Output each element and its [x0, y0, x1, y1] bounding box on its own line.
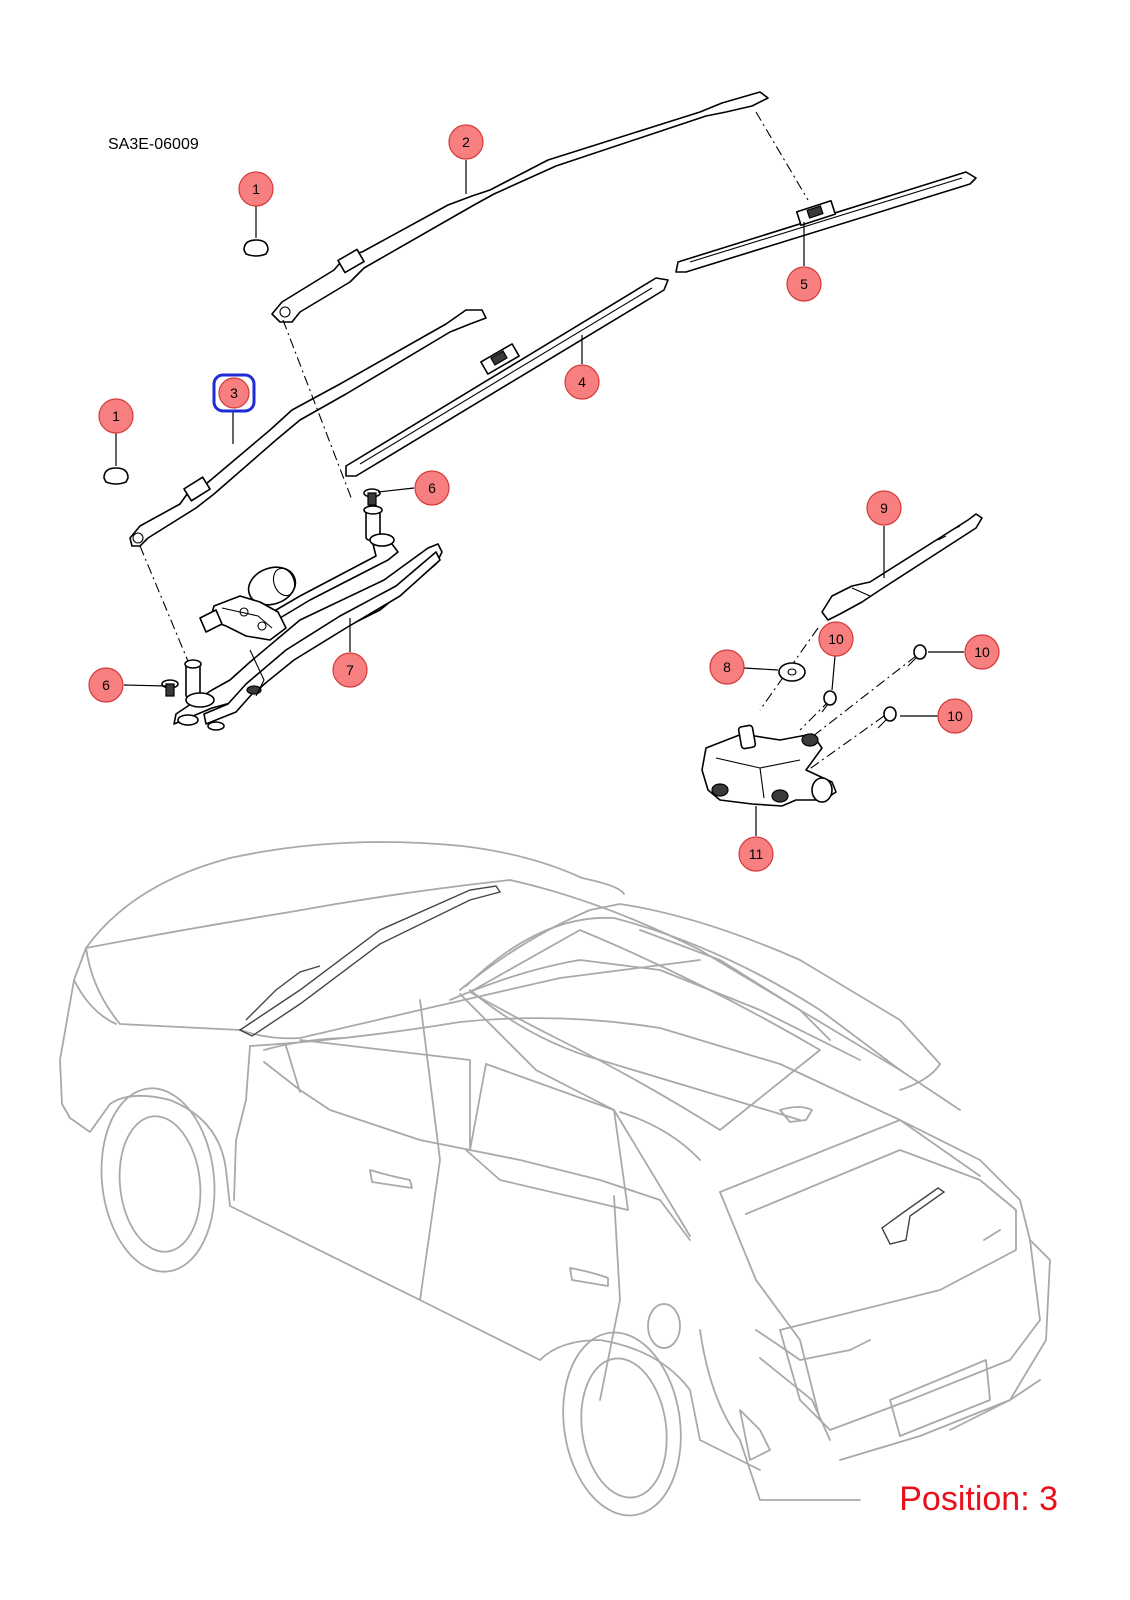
callout-10-c[interactable]: 10	[937, 698, 973, 734]
rear-wiper-motor[interactable]	[701, 724, 837, 807]
callout-9[interactable]: 9	[866, 490, 902, 526]
callout-10-a[interactable]: 10	[818, 621, 854, 657]
pivot-nut-lower[interactable]	[161, 679, 179, 697]
vehicle-outline	[59, 841, 1051, 1517]
rear-bolts[interactable]	[821, 644, 927, 729]
svg-text:6: 6	[428, 480, 436, 496]
callout-11[interactable]: 11	[738, 836, 774, 872]
pivot-cap-upper[interactable]	[243, 239, 269, 257]
diagram-code: SA3E-06009	[108, 136, 199, 153]
callout-7[interactable]: 7	[332, 652, 368, 688]
svg-text:9: 9	[880, 500, 888, 516]
pivot-cap-lower[interactable]	[103, 467, 129, 485]
upper-wiper-blade[interactable]	[675, 171, 977, 273]
callout-4[interactable]: 4	[564, 364, 600, 400]
rear-wiper-arm[interactable]	[821, 513, 983, 621]
svg-text:8: 8	[723, 659, 731, 675]
callout-6-lower[interactable]: 6	[88, 667, 124, 703]
callout-10-b[interactable]: 10	[964, 634, 1000, 670]
svg-text:10: 10	[947, 708, 963, 724]
svg-text:4: 4	[578, 374, 586, 390]
callout-3-selected[interactable]: 3	[212, 373, 256, 413]
pivot-nut-upper[interactable]	[363, 488, 381, 506]
svg-text:2: 2	[462, 134, 470, 150]
svg-text:10: 10	[974, 644, 990, 660]
svg-text:6: 6	[102, 677, 110, 693]
svg-text:1: 1	[112, 408, 120, 424]
callout-8[interactable]: 8	[709, 649, 745, 685]
svg-text:1: 1	[252, 181, 260, 197]
svg-text:11: 11	[749, 846, 764, 862]
position-label: Position: 3	[899, 1480, 1058, 1518]
svg-text:3: 3	[230, 385, 238, 401]
callout-1-upper[interactable]: 1	[238, 171, 274, 207]
svg-text:10: 10	[828, 631, 844, 647]
svg-text:7: 7	[346, 662, 354, 678]
callout-2[interactable]: 2	[448, 124, 484, 160]
rear-washer-cap[interactable]	[778, 662, 806, 682]
upper-wiper-arm[interactable]	[271, 91, 769, 323]
wiper-linkage-motor[interactable]	[173, 505, 443, 731]
lower-wiper-arm[interactable]	[129, 309, 487, 547]
callout-5[interactable]: 5	[786, 266, 822, 302]
svg-text:5: 5	[800, 276, 808, 292]
lower-wiper-blade[interactable]	[345, 277, 669, 477]
callout-1-lower[interactable]: 1	[98, 398, 134, 434]
callout-6-upper[interactable]: 6	[414, 470, 450, 506]
